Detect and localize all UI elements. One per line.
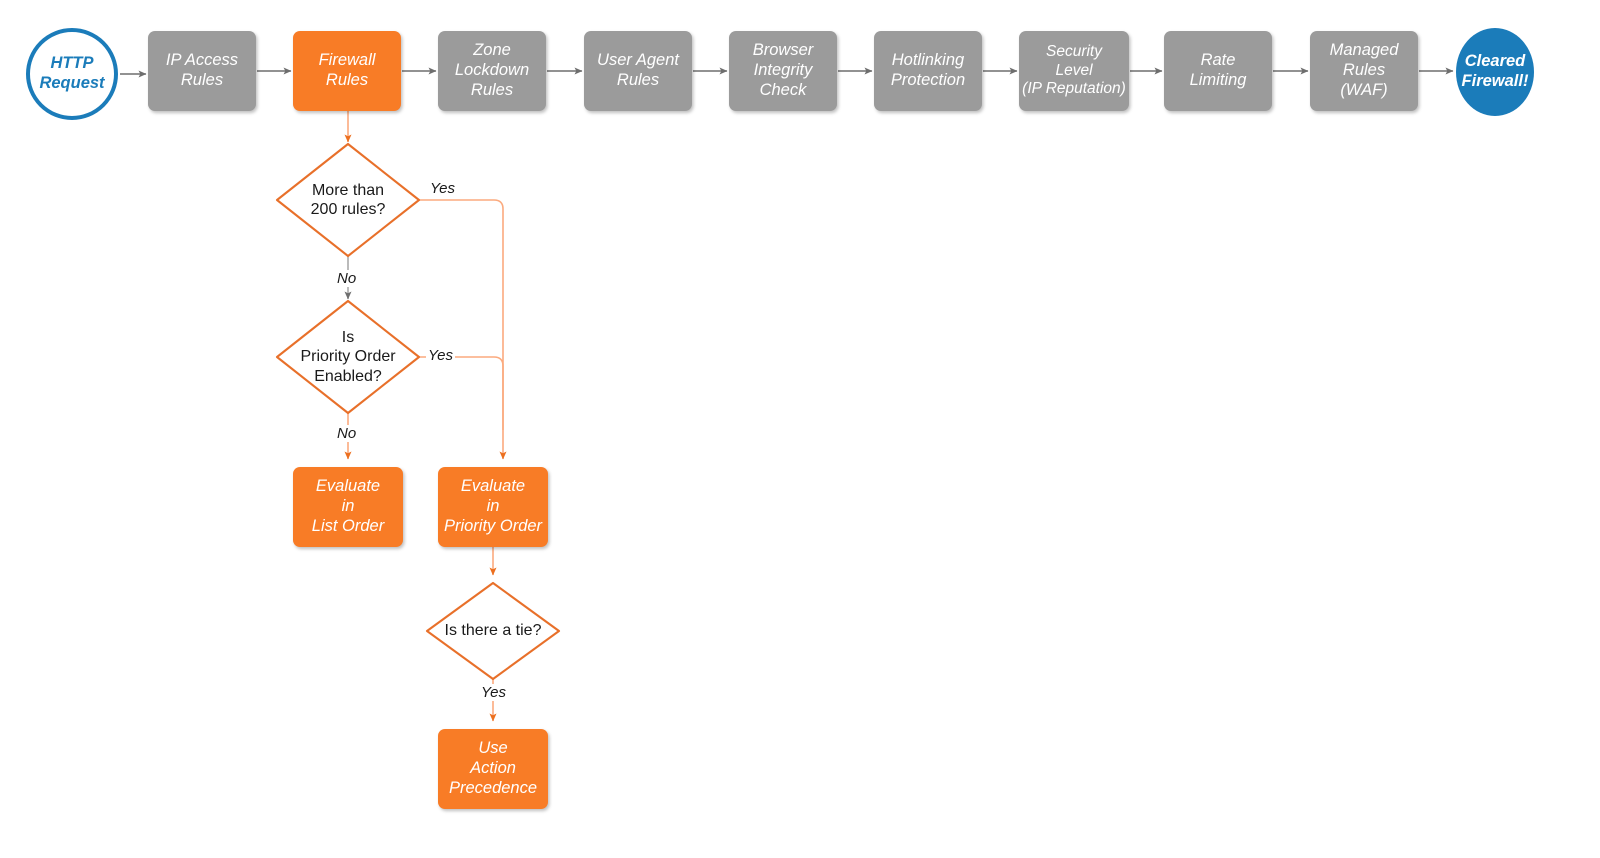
node-security-level[interactable]: Security Level (IP Reputation) bbox=[1019, 31, 1129, 111]
diamond-priority-order-enabled bbox=[275, 299, 421, 415]
edge-more-than-200-yes bbox=[419, 199, 507, 460]
node-zone-lockdown-rules[interactable]: Zone Lockdown Rules bbox=[438, 31, 546, 111]
edge-label-yes-is-there-a-tie: Yes bbox=[479, 684, 509, 701]
node-browser-integrity-check[interactable]: Browser Integrity Check bbox=[729, 31, 837, 111]
edge-priority-order-yes bbox=[419, 356, 504, 430]
edge-label-text: No bbox=[337, 270, 357, 287]
edge-label-yes-priority-order: Yes bbox=[426, 347, 456, 364]
node-label-evaluate-list-order: Evaluate in List Order bbox=[311, 477, 385, 535]
diamond-is-there-a-tie bbox=[425, 581, 561, 681]
node-user-agent-rules[interactable]: User Agent Rules bbox=[584, 31, 692, 111]
node-is-there-a-tie[interactable]: Is there a tie? bbox=[427, 583, 559, 679]
node-label-firewall-rules: Firewall Rules bbox=[318, 51, 376, 89]
node-ip-access-rules[interactable]: IP Access Rules bbox=[148, 31, 256, 111]
node-label-use-action-precedence: Use Action Precedence bbox=[448, 739, 538, 797]
node-label-cleared-firewall: Cleared Firewall! bbox=[1461, 52, 1529, 90]
node-label-http-request: HTTP Request bbox=[39, 54, 105, 92]
node-label-hotlinking-protection: Hotlinking Protection bbox=[890, 51, 966, 89]
node-label-security-level: Security Level (IP Reputation) bbox=[1022, 43, 1126, 98]
node-label-evaluate-priority-order: Evaluate in Priority Order bbox=[443, 477, 543, 535]
diamond-more-than-200-rules bbox=[275, 142, 421, 258]
edge-label-text: Yes bbox=[430, 180, 456, 197]
node-use-action-precedence[interactable]: Use Action Precedence bbox=[438, 729, 548, 809]
node-label-browser-integrity-check: Browser Integrity Check bbox=[752, 41, 814, 99]
node-more-than-200-rules[interactable]: More than 200 rules? bbox=[277, 144, 419, 256]
node-label-ip-access-rules: IP Access Rules bbox=[165, 51, 239, 89]
decision-shapes bbox=[275, 142, 561, 681]
node-evaluate-priority-order[interactable]: Evaluate in Priority Order bbox=[438, 467, 548, 547]
node-firewall-rules[interactable]: Firewall Rules bbox=[293, 31, 401, 111]
node-label-managed-rules-waf: Managed Rules (WAF) bbox=[1329, 41, 1399, 99]
edge-label-text: Yes bbox=[481, 684, 507, 701]
node-label-zone-lockdown-rules: Zone Lockdown Rules bbox=[454, 41, 530, 99]
node-label-is-there-a-tie: Is there a tie? bbox=[444, 622, 542, 640]
node-hotlinking-protection[interactable]: Hotlinking Protection bbox=[874, 31, 982, 111]
node-evaluate-list-order[interactable]: Evaluate in List Order bbox=[293, 467, 403, 547]
edge-label-yes-more-than-200: Yes bbox=[428, 180, 458, 197]
edge-label-no-priority-order: No bbox=[335, 425, 359, 442]
edge-label-no-more-than-200: No bbox=[335, 270, 359, 287]
node-managed-rules-waf[interactable]: Managed Rules (WAF) bbox=[1310, 31, 1418, 111]
node-label-rate-limiting: Rate Limiting bbox=[1189, 51, 1247, 89]
edge-label-text: No bbox=[337, 425, 357, 442]
node-priority-order-enabled[interactable]: Is Priority Order Enabled? bbox=[277, 301, 419, 413]
node-http-request[interactable]: HTTP Request bbox=[26, 28, 118, 120]
node-label-priority-order-enabled: Is Priority Order Enabled? bbox=[300, 329, 396, 385]
pipeline-connectors bbox=[120, 67, 1454, 78]
node-cleared-firewall[interactable]: Cleared Firewall! bbox=[1456, 28, 1534, 116]
edge-label-text: Yes bbox=[428, 347, 454, 364]
node-rate-limiting[interactable]: Rate Limiting bbox=[1164, 31, 1272, 111]
node-label-user-agent-rules: User Agent Rules bbox=[597, 51, 679, 89]
node-label-more-than-200-rules: More than 200 rules? bbox=[310, 181, 386, 218]
